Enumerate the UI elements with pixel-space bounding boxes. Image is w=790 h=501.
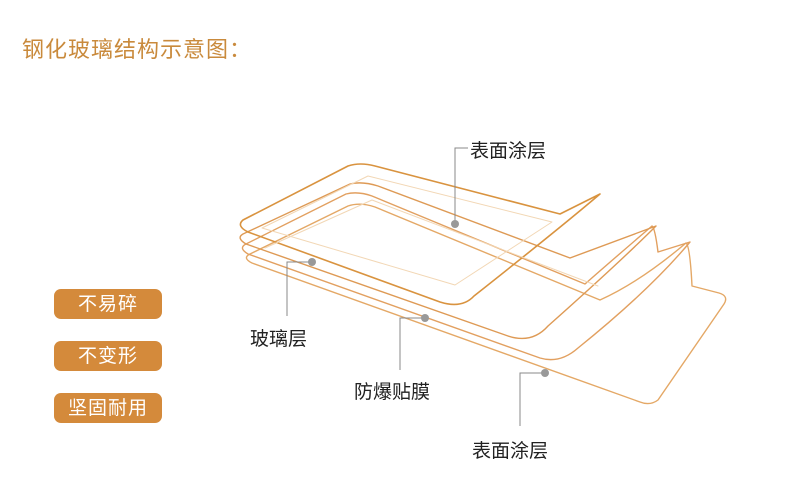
feature-badge-no-deform: 不变形 — [54, 341, 162, 371]
film-layer — [241, 192, 691, 361]
marker-bottom-coating — [541, 369, 549, 377]
label-top-coating: 表面涂层 — [470, 140, 547, 162]
label-anti-explosion-film: 防爆贴膜 — [354, 381, 431, 403]
marker-top-coating — [451, 220, 459, 228]
page-title: 钢化玻璃结构示意图： — [22, 38, 253, 63]
top-coating-layer — [239, 163, 601, 306]
feature-badge-durable: 坚固耐用 — [54, 393, 162, 423]
bottom-coating-layer — [245, 203, 727, 405]
label-glass-layer: 玻璃层 — [250, 328, 308, 350]
label-bottom-coating: 表面涂层 — [472, 440, 549, 462]
marker-glass-layer — [308, 258, 316, 266]
marker-film-layer — [421, 314, 429, 322]
feature-badge-unbreakable: 不易碎 — [54, 289, 162, 319]
glass-layer — [239, 182, 657, 340]
